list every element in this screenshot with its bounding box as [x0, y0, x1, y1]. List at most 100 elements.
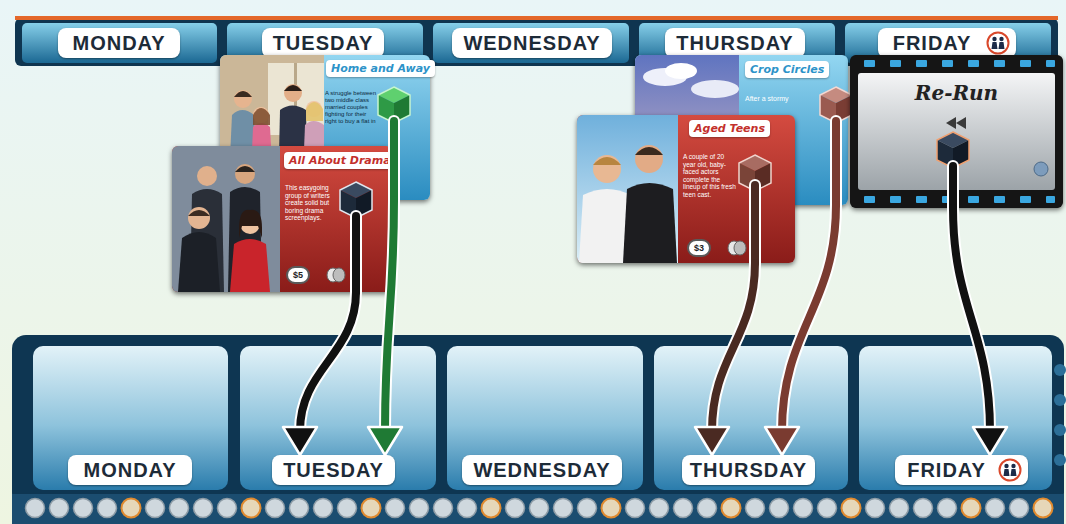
score-track-spaces-part — [362, 499, 381, 518]
score-track-spaces-part — [170, 499, 189, 518]
family-icon — [986, 31, 1010, 55]
price-tag: $5 — [286, 266, 310, 284]
score-track-spaces-part — [506, 499, 525, 518]
score-track-spaces-part — [962, 499, 981, 518]
time-slot — [654, 346, 848, 490]
player-cube-part — [340, 182, 372, 218]
score-track-spaces-part — [314, 499, 333, 518]
time-slot — [447, 346, 643, 490]
score-track-spaces-part — [218, 499, 237, 518]
day-segment — [433, 23, 629, 63]
family-icon-part — [988, 33, 1009, 54]
show-illustration-part — [306, 102, 323, 121]
arrow-stub-outline — [388, 121, 400, 200]
price-tag: $3 — [687, 239, 711, 257]
score-track-spaces-part — [1034, 499, 1053, 518]
score-track-spaces-part — [746, 499, 765, 518]
player-cube — [818, 85, 854, 125]
score-track-spaces-part — [266, 499, 285, 518]
day-label: TUESDAY — [273, 32, 374, 55]
score-track-spaces-part — [410, 499, 429, 518]
score-track-spaces-part — [98, 499, 117, 518]
show-card: All About DramaThis easygoing group of w… — [172, 146, 392, 292]
score-track-spaces-part — [338, 499, 357, 518]
show-illustration-part — [691, 80, 739, 98]
show-illustration-part — [284, 84, 302, 102]
score-track-spaces-part — [890, 499, 909, 518]
show-description: After a stormy — [745, 95, 815, 103]
arrow-stub — [751, 185, 759, 263]
score-track-spaces-part — [122, 499, 141, 518]
arrow-shaft — [782, 205, 836, 431]
show-illustration-part — [593, 157, 621, 165]
edge-peg — [1054, 394, 1066, 406]
film-frame-part-part — [864, 60, 875, 67]
film-frame-part-part — [968, 196, 979, 203]
day-tab: WEDNESDAY — [462, 455, 622, 485]
score-track-spaces-part — [914, 499, 933, 518]
arrow-stub — [390, 121, 398, 200]
film-frame-part — [946, 117, 956, 129]
card-art — [850, 55, 1063, 208]
show-title: Aged Teens — [689, 120, 770, 137]
day-tab: TUESDAY — [262, 28, 384, 58]
film-frame-part-part — [994, 196, 1005, 203]
film-frame-part-part — [1020, 60, 1031, 67]
score-track-spaces-part — [242, 499, 261, 518]
score-track-spaces-part — [698, 499, 717, 518]
score-track-spaces-part — [554, 499, 573, 518]
arrow-stub-outline — [947, 166, 959, 208]
arrow-outline — [712, 263, 755, 431]
film-frame-part — [956, 117, 966, 129]
show-title: Crop Circles — [745, 61, 829, 78]
edge-peg — [1054, 424, 1066, 436]
connector-arrow — [283, 216, 356, 455]
day-label: WEDNESDAY — [463, 32, 600, 55]
score-track-spaces-part — [674, 499, 693, 518]
time-slot — [240, 346, 436, 490]
day-tab: FRIDAY — [895, 455, 1028, 485]
arrow-shaft — [712, 263, 755, 431]
arrow-stub-outline — [749, 185, 761, 263]
score-track-spaces-part — [794, 499, 813, 518]
connector-arrow — [953, 166, 1007, 455]
score-track-spaces-part — [722, 499, 741, 518]
score-track-spaces-part — [986, 499, 1005, 518]
arrow-stub — [352, 216, 360, 292]
film-frame — [850, 55, 1063, 208]
film-frame-part-part — [864, 196, 875, 203]
day-tab: TUESDAY — [272, 455, 395, 485]
show-title: Home and Away — [326, 60, 435, 77]
show-description: A struggle between two middle class marr… — [325, 90, 377, 125]
arrow-shaft — [385, 200, 394, 431]
film-frame-part-part — [890, 60, 901, 67]
score-track-spaces-part — [146, 499, 165, 518]
player-cube — [737, 153, 773, 193]
edge-peg — [1054, 454, 1066, 466]
show-illustration-part — [172, 146, 280, 292]
score-track-spaces-part — [194, 499, 213, 518]
show-illustration-part — [235, 166, 255, 172]
score-track-spaces-part — [938, 499, 957, 518]
show-illustration-part — [234, 90, 252, 108]
day-label: MONDAY — [83, 459, 176, 482]
score-track-spaces-part — [482, 499, 501, 518]
show-illustration-part — [234, 91, 252, 97]
player-cube — [376, 85, 412, 125]
arrow-shaft — [300, 292, 356, 431]
show-illustration-part — [197, 166, 217, 186]
family-icon-part — [1000, 460, 1021, 481]
show-illustration-part — [230, 239, 270, 292]
film-frame-part — [1034, 162, 1048, 176]
show-illustration-part — [577, 115, 678, 263]
arrow-head — [765, 427, 799, 455]
family-icon-part — [1011, 464, 1015, 468]
show-illustration-part — [188, 207, 210, 229]
day-label: WEDNESDAY — [473, 459, 610, 482]
score-track-spaces-part — [290, 499, 309, 518]
day-tab: MONDAY — [68, 455, 192, 485]
show-illustration-part — [665, 63, 697, 79]
arrow-outline — [300, 292, 356, 431]
show-illustration-part — [253, 108, 270, 125]
